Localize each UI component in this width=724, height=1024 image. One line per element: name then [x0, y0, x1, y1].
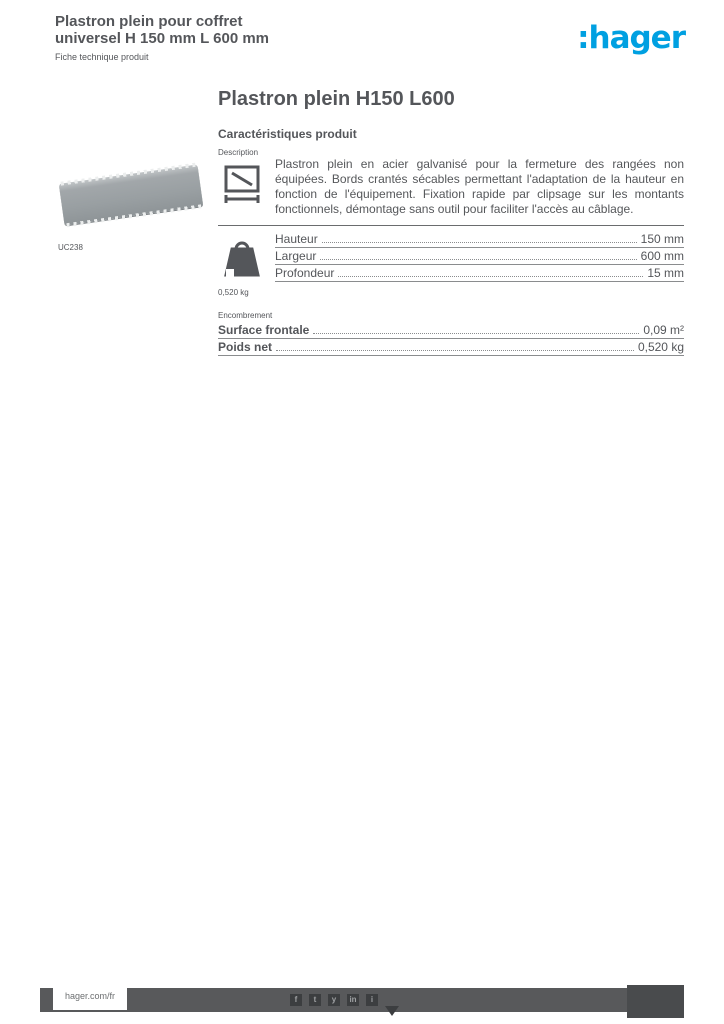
weight-icon	[218, 231, 266, 286]
attribute-row: Profondeur 15 mm	[275, 265, 684, 282]
attribute-value: 600 mm	[640, 249, 684, 263]
facebook-icon[interactable]: f	[290, 994, 302, 1006]
attribute-label: Profondeur	[275, 266, 335, 280]
attributes-row: 0,520 kg Hauteur 150 mm Largeur 600 mm P…	[218, 231, 684, 297]
attribute-row: Largeur 600 mm	[275, 248, 684, 265]
extra-row-value: 0,09 m²	[643, 323, 684, 337]
leader-dots	[313, 333, 640, 334]
description-row: Plastron plein en acier galvanisé pour l…	[218, 157, 684, 226]
extra-section: Encombrement Surface frontale 0,09 m² Po…	[218, 311, 684, 356]
website-link[interactable]: hager.com/fr	[53, 984, 128, 1010]
linkedin-icon[interactable]: in	[347, 994, 359, 1006]
attribute-label: Hauteur	[275, 232, 318, 246]
extra-label: Encombrement	[218, 311, 273, 320]
attribute-row: Hauteur 150 mm	[275, 231, 684, 248]
extra-row-value: 0,520 kg	[637, 340, 684, 354]
hager-logo: :hager	[577, 20, 686, 56]
dimensions-icon	[218, 157, 266, 217]
leader-dots	[338, 276, 644, 277]
section-title: Caractéristiques produit	[218, 127, 357, 141]
header-subtitle: Fiche technique produit	[55, 52, 149, 62]
attribute-value: 15 mm	[647, 266, 684, 280]
product-plate-image	[58, 164, 204, 226]
product-photo	[57, 160, 207, 240]
header-title-line2: universel H 150 mm L 600 mm	[55, 30, 269, 47]
twitter-icon[interactable]: t	[309, 994, 321, 1006]
social-pointer	[385, 1006, 399, 1016]
description-label: Description	[218, 148, 259, 157]
extra-row-label: Surface frontale	[218, 323, 310, 337]
extra-row: Poids net 0,520 kg	[218, 339, 684, 356]
characteristics-table: Plastron plein en acier galvanisé pour l…	[218, 157, 684, 356]
youtube-icon[interactable]: y	[328, 994, 340, 1006]
attribute-value: 150 mm	[640, 232, 684, 246]
description-text: Plastron plein en acier galvanisé pour l…	[275, 157, 684, 216]
header-title-line1: Plastron plein pour coffret	[55, 13, 243, 30]
page-box	[627, 985, 684, 1018]
page-title: Plastron plein H150 L600	[218, 88, 455, 110]
instagram-icon[interactable]: i	[366, 994, 378, 1006]
weight-caption: 0,520 kg	[218, 288, 249, 297]
footer-bar: hager.com/fr f t y in i	[40, 984, 684, 1018]
extra-row: Surface frontale 0,09 m²	[218, 322, 684, 339]
header-product-block: Plastron plein pour coffret universel H …	[55, 13, 269, 62]
extra-row-label: Poids net	[218, 340, 273, 354]
attribute-label: Largeur	[275, 249, 317, 263]
leader-dots	[320, 259, 637, 260]
leader-dots	[321, 242, 637, 243]
social-icons: f t y in i	[290, 994, 378, 1006]
photo-caption: UC238	[58, 243, 83, 252]
leader-dots	[276, 350, 634, 351]
